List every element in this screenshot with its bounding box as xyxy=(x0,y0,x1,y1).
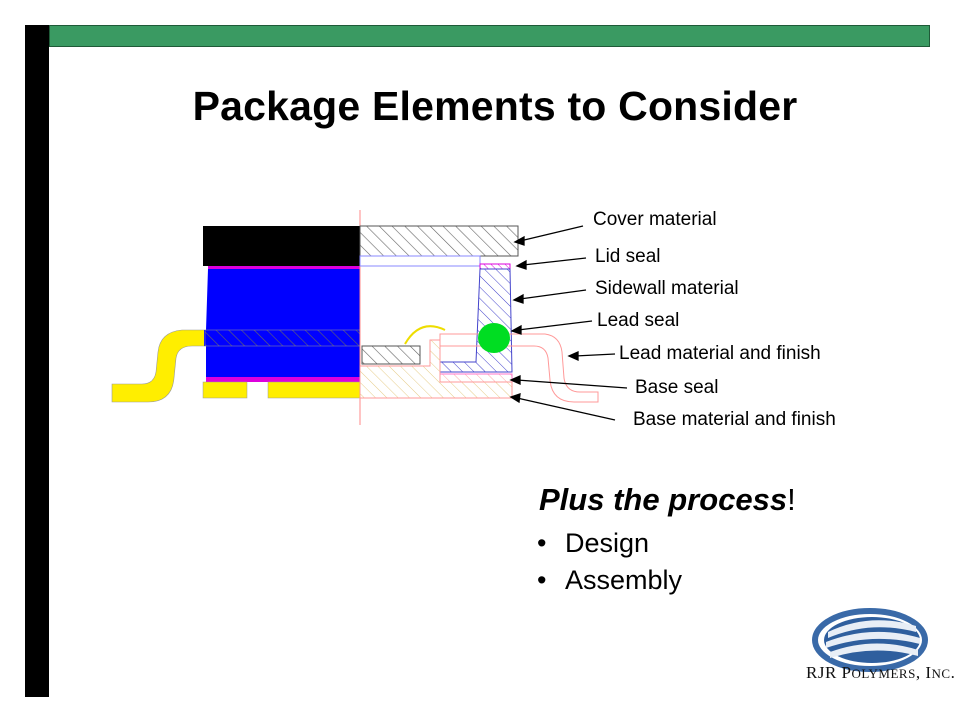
callout-base-material-finish: Base material and finish xyxy=(633,409,836,430)
callout-cover-material: Cover material xyxy=(593,209,717,230)
top-accent-bar xyxy=(49,25,930,47)
die-outline xyxy=(361,345,421,365)
logo-text-smallcaps: OLYMERS xyxy=(851,666,916,681)
process-item-design: • Design xyxy=(537,525,682,562)
base-outline xyxy=(359,339,513,399)
base-solid-left xyxy=(202,381,248,399)
cover-solid xyxy=(203,226,360,266)
process-heading-emphasis: Plus the process xyxy=(539,482,788,517)
callout-base-seal: Base seal xyxy=(635,377,719,398)
callout-leaders xyxy=(509,225,628,421)
process-item-assembly: • Assembly xyxy=(537,562,682,599)
logo-swoosh-icon xyxy=(812,608,928,672)
sidewall-solid xyxy=(204,269,360,377)
process-heading: Plus the process! xyxy=(539,482,796,518)
bullet-icon: • xyxy=(537,565,547,595)
lead-seal-blob xyxy=(478,323,510,353)
logo-text-part: , I xyxy=(915,663,932,682)
lid-outline xyxy=(359,255,481,267)
right-outline-half xyxy=(359,225,599,403)
cover-outline xyxy=(359,225,519,257)
callout-lid-seal: Lid seal xyxy=(595,246,661,267)
process-item-label: Assembly xyxy=(565,565,683,595)
left-solid-half xyxy=(111,226,361,403)
slide-title: Package Elements to Consider xyxy=(192,83,798,129)
bullet-icon: • xyxy=(537,528,547,558)
lid-seal-solid xyxy=(208,266,360,269)
process-list: • Design • Assembly xyxy=(537,525,682,599)
logo-text-part: . xyxy=(950,663,956,682)
left-accent-bar xyxy=(25,25,49,697)
callout-sidewall-material: Sidewall material xyxy=(595,278,739,299)
logo-text-part: RJR P xyxy=(806,663,852,682)
company-logo-text: RJR POLYMERS, INC. xyxy=(806,663,955,683)
callout-lead-material-finish: Lead material and finish xyxy=(619,343,821,364)
wire-bond xyxy=(404,325,446,345)
callout-lead-seal: Lead seal xyxy=(597,310,680,331)
process-heading-suffix: ! xyxy=(787,482,796,517)
process-item-label: Design xyxy=(565,528,650,558)
base-seal-solid xyxy=(206,377,360,382)
right-lead xyxy=(439,333,599,403)
left-lead xyxy=(111,329,361,403)
logo-text-smallcaps: NC xyxy=(931,666,951,681)
